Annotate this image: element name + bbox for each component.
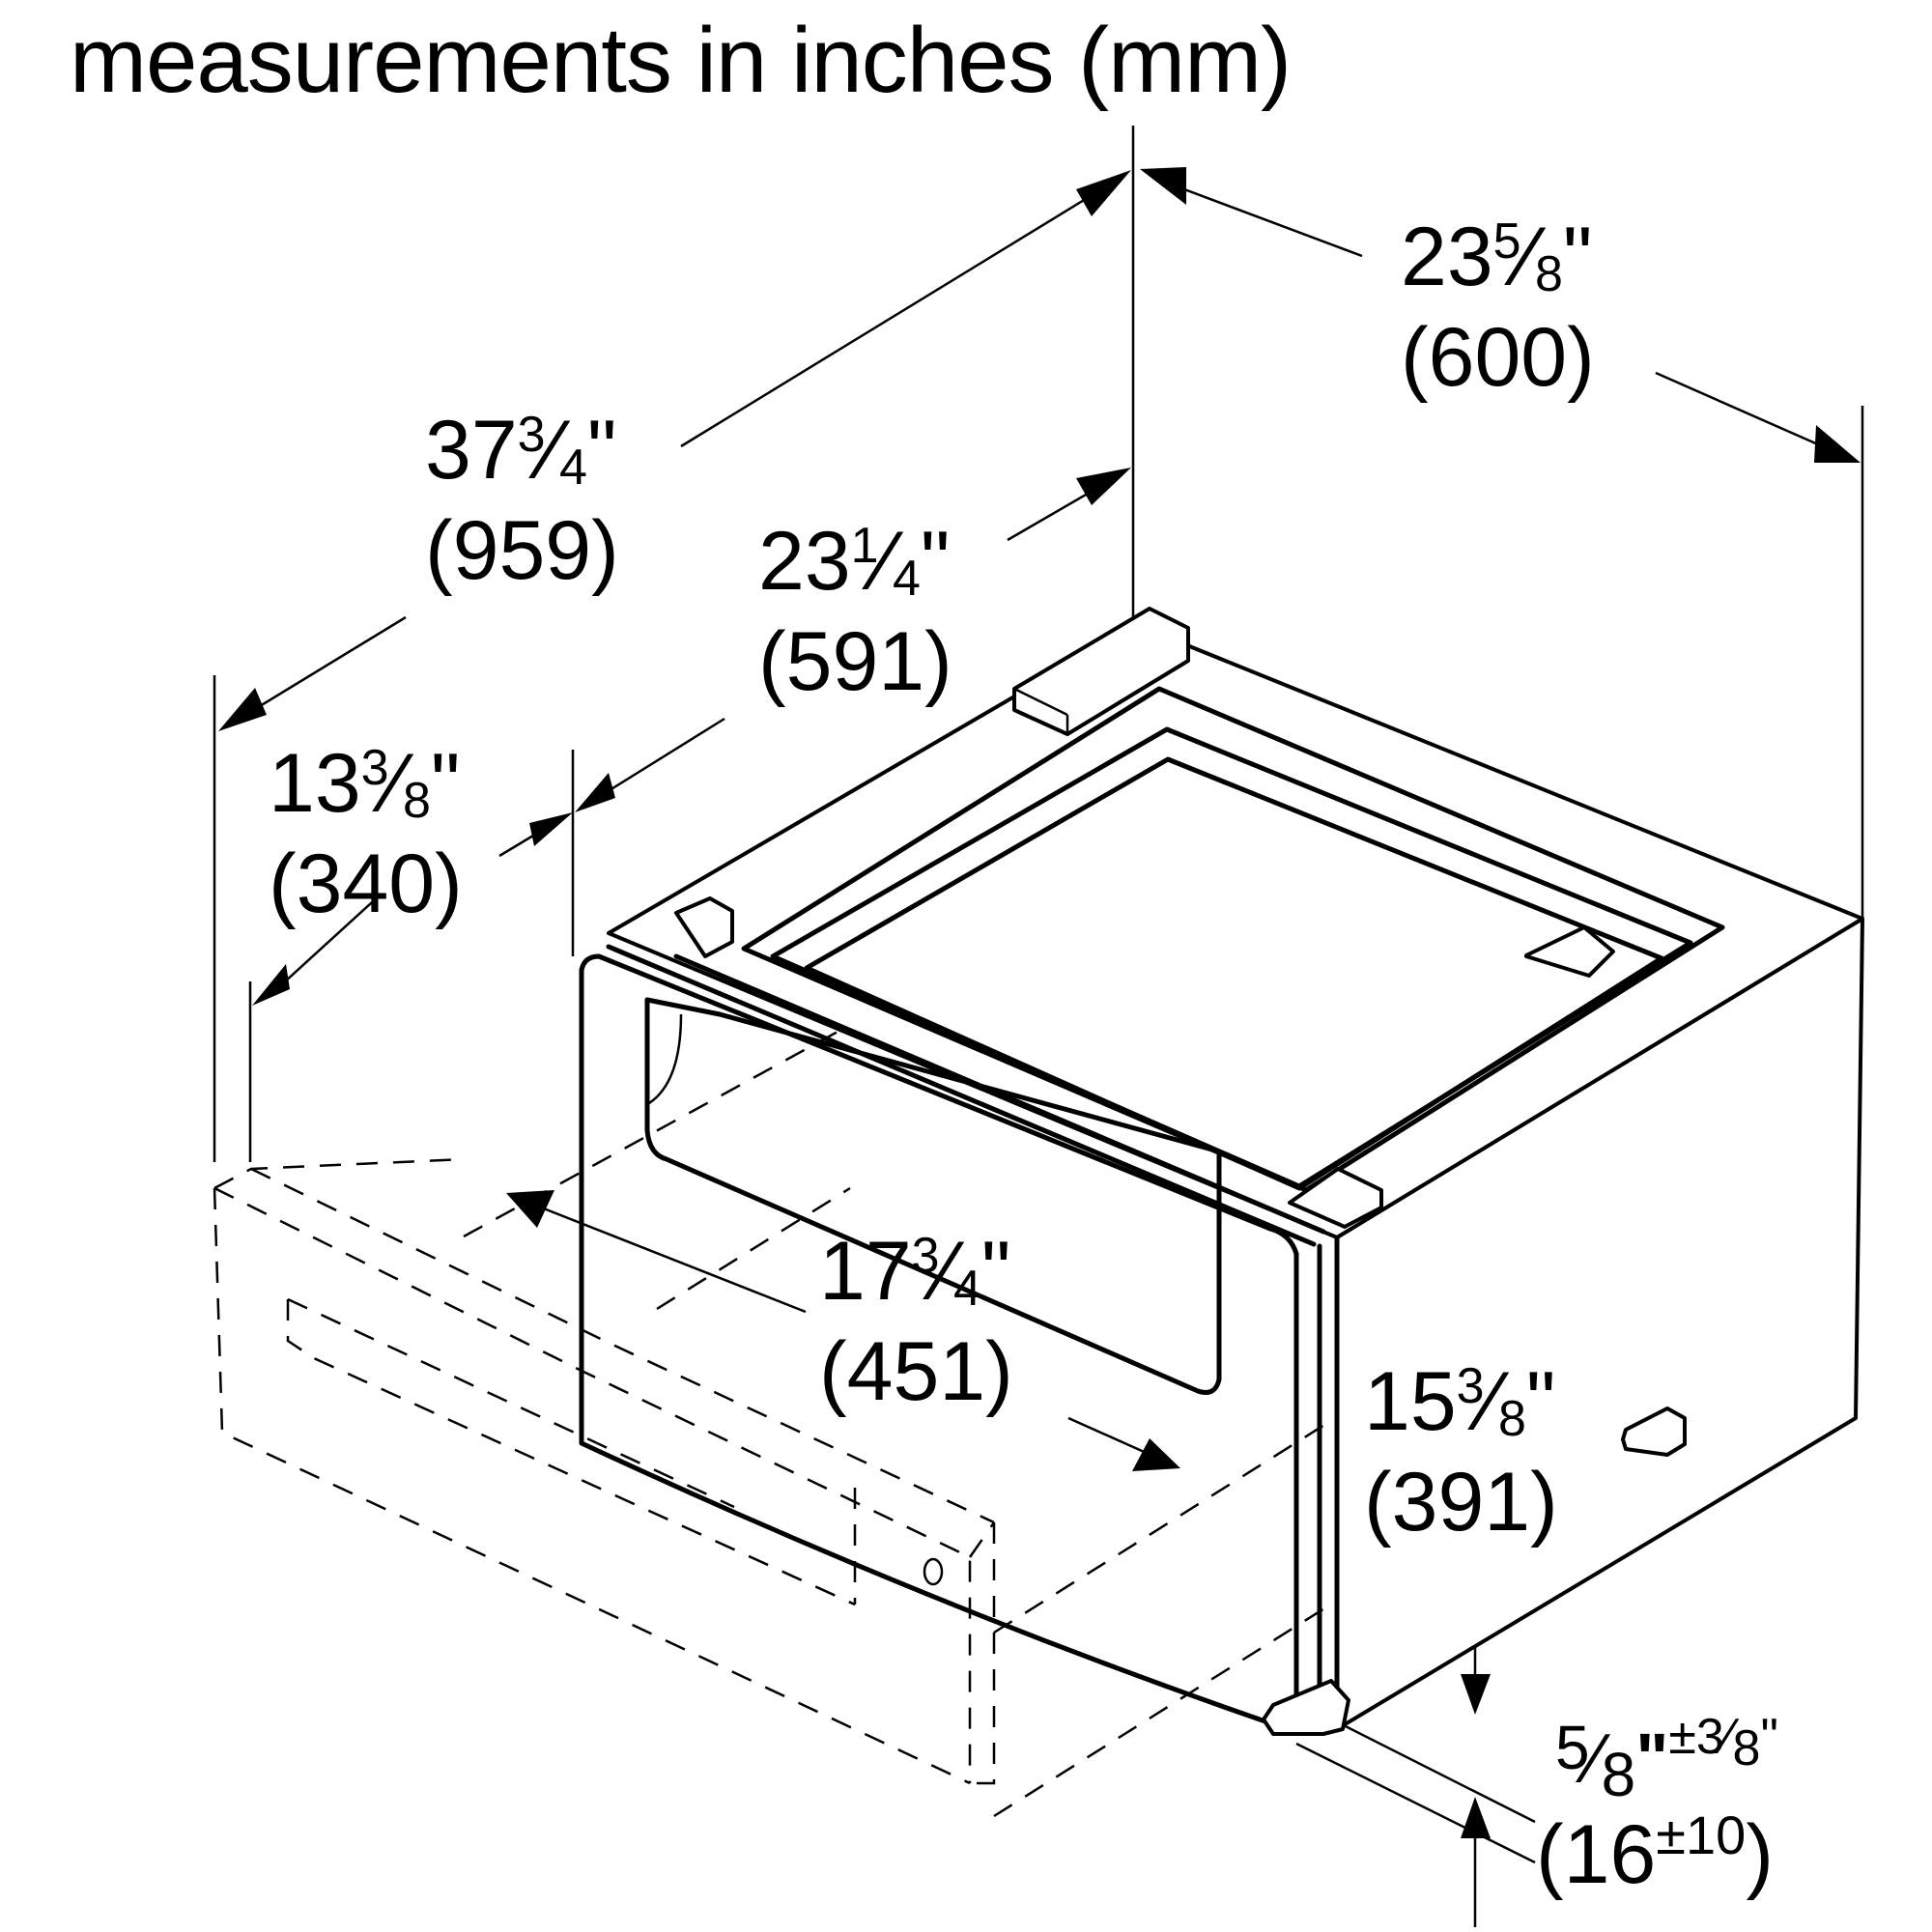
dim-numerator: 1 xyxy=(850,518,879,574)
dim-mm: (591) xyxy=(758,615,952,708)
dim-unit: " xyxy=(920,515,951,608)
dim-denominator: 4 xyxy=(892,551,921,607)
dim-whole: 23 xyxy=(758,515,851,608)
dim-foot-height: 5⁄8"±3⁄8" (16±10) xyxy=(1536,1709,1778,1901)
dim-mm: (391) xyxy=(1364,1456,1558,1548)
dim-numerator: 3 xyxy=(911,1228,940,1284)
tolerance-denominator: 8 xyxy=(1732,1720,1761,1776)
dim-mm: (451) xyxy=(819,1325,1013,1418)
dim-denominator: 4 xyxy=(558,440,587,496)
open-drawer-outline xyxy=(213,1012,1349,1818)
dim-unit: " xyxy=(980,1225,1011,1318)
dim-mm: (959) xyxy=(425,504,619,597)
dim-whole: 13 xyxy=(269,737,361,830)
dimension-37-3-4-lines xyxy=(218,170,1131,731)
dimension-13-3-8-lines xyxy=(252,812,573,1006)
dim-whole: 17 xyxy=(819,1225,912,1318)
dim-unit: " xyxy=(1635,1720,1669,1798)
tolerance-numerator: 3 xyxy=(1695,1709,1724,1765)
mm-tolerance: ±10 xyxy=(1656,1804,1747,1865)
dim-unit: " xyxy=(1525,1355,1556,1448)
dim-denominator: 8 xyxy=(1497,1391,1526,1447)
dim-mm: (16 xyxy=(1536,1808,1657,1901)
dim-numerator: 5 xyxy=(1555,1713,1590,1782)
dim-drawer-inner-width: 173⁄4" (451) xyxy=(819,1225,1013,1418)
dimension-23-5-8-lines xyxy=(1140,167,1861,463)
pedestal-body xyxy=(579,607,1864,1736)
dimension-5-8-lines xyxy=(1461,1797,1491,1927)
dim-drawer-extension: 133⁄8" (340) xyxy=(269,737,463,930)
dim-denominator: 4 xyxy=(952,1261,981,1317)
dim-unit: " xyxy=(1562,211,1593,303)
dim-width: 235⁄8" (600) xyxy=(1401,211,1595,404)
dim-unit: " xyxy=(430,737,461,830)
page-title: measurements in inches (mm) xyxy=(70,9,1292,112)
dim-whole: 23 xyxy=(1401,211,1493,303)
dim-denominator: 8 xyxy=(1601,1740,1636,1809)
dim-denominator: 8 xyxy=(402,773,431,829)
dim-numerator: 3 xyxy=(517,407,546,463)
dim-whole: 15 xyxy=(1364,1355,1457,1448)
dim-mm: (600) xyxy=(1401,311,1595,404)
dimension-23-1-4-lines xyxy=(575,468,1131,812)
dimension-17-3-4-lines xyxy=(506,1190,1180,1471)
dim-numerator: 3 xyxy=(360,740,389,796)
dim-mm: (340) xyxy=(269,838,463,930)
tolerance-sign: ± xyxy=(1668,1709,1696,1765)
dim-numerator: 3 xyxy=(1456,1358,1485,1414)
dim-depth: 231⁄4" (591) xyxy=(758,515,952,708)
dim-mm-close: ) xyxy=(1746,1808,1774,1901)
tolerance-unit: " xyxy=(1760,1709,1778,1765)
dim-overall-depth: 373⁄4" (959) xyxy=(425,404,619,597)
dim-whole: 37 xyxy=(425,404,518,497)
dim-height: 153⁄8" (391) xyxy=(1364,1355,1558,1548)
dim-numerator: 5 xyxy=(1492,213,1521,270)
dim-unit: " xyxy=(586,404,617,497)
dim-denominator: 8 xyxy=(1534,246,1563,302)
